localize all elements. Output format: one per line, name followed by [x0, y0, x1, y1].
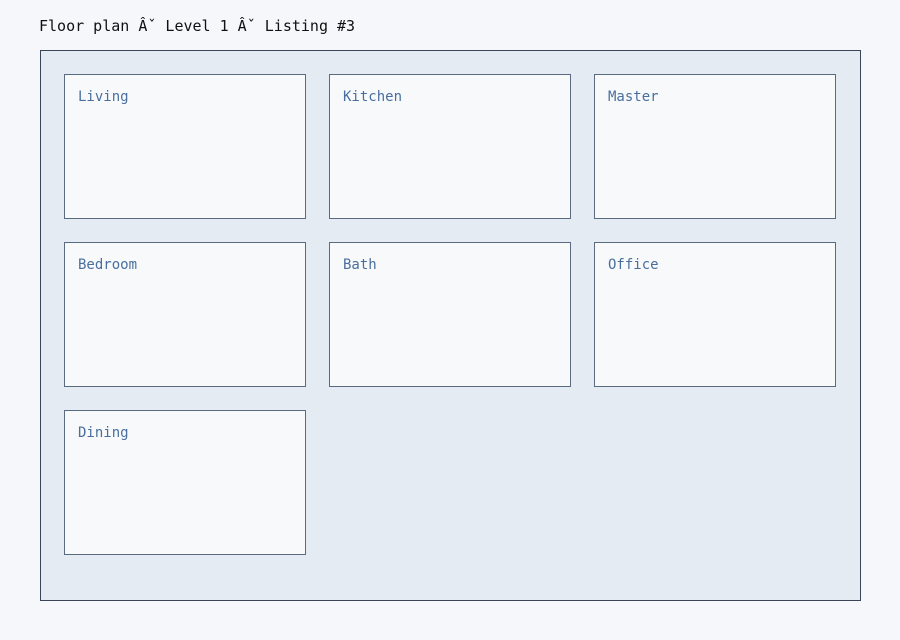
page-title: Floor plan Âˇ Level 1 Âˇ Listing #3 [39, 17, 356, 35]
floor-plan: Living Kitchen Master Bedroom Bath Offic… [40, 50, 861, 601]
room-label: Master [608, 89, 659, 105]
room-office[interactable]: Office [594, 242, 836, 387]
room-master[interactable]: Master [594, 74, 836, 219]
room-dining[interactable]: Dining [64, 410, 306, 555]
room-bath[interactable]: Bath [329, 242, 571, 387]
room-label: Bedroom [78, 257, 138, 273]
room-label: Dining [78, 425, 129, 441]
room-label: Living [78, 89, 129, 105]
room-label: Kitchen [343, 89, 403, 105]
room-label: Bath [343, 257, 377, 273]
room-label: Office [608, 257, 659, 273]
room-bedroom[interactable]: Bedroom [64, 242, 306, 387]
room-kitchen[interactable]: Kitchen [329, 74, 571, 219]
room-living[interactable]: Living [64, 74, 306, 219]
